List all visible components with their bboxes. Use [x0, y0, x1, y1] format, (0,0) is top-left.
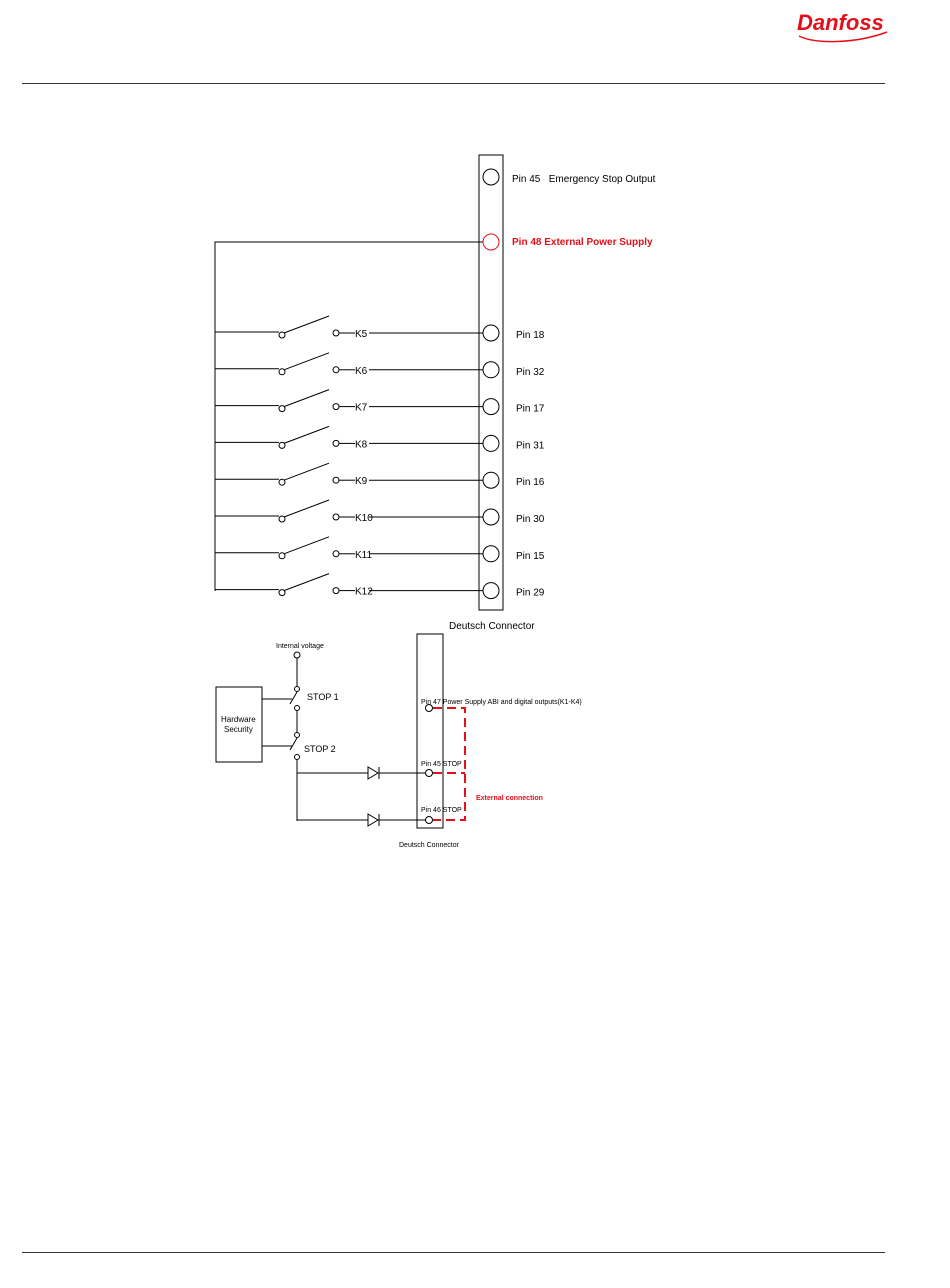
danfoss-logo: Danfoss: [797, 10, 888, 43]
internal-voltage-terminal: [293, 651, 301, 659]
k8-blade: [283, 425, 330, 444]
upper-connector-bar: [478, 154, 504, 611]
lower-labels: Internal voltage Hardware Security STOP …: [221, 643, 582, 849]
external-connection-label: External connection: [476, 795, 543, 802]
upper-labels: Pin 45 Emergency Stop Output Pin 48 Exte…: [449, 168, 656, 632]
pin48-power-label: Pin 48 External Power Supply: [512, 237, 653, 248]
k9-contact-left: [278, 478, 286, 486]
upper-circuit: [214, 154, 504, 611]
lower-connector-label: Deutsch Connector: [399, 842, 460, 849]
k6-pin-label: Pin 32: [516, 367, 545, 378]
lower-circuit: [215, 633, 444, 829]
k5-switch-label: K5: [355, 329, 368, 340]
k5-pin-terminal: [482, 324, 500, 342]
k11-switch-label: K11: [355, 550, 372, 561]
k7-contact-right: [332, 403, 340, 411]
k12-contact-right: [332, 587, 340, 595]
k7-switch-label: K7: [355, 403, 368, 414]
k10-pin-terminal: [482, 508, 500, 526]
k10-contact-right: [332, 513, 340, 521]
pin47-terminal: [425, 704, 433, 712]
logo-text: Danfoss: [797, 10, 884, 35]
k5-contact-right: [332, 329, 340, 337]
pin45-stop-terminal: [425, 769, 433, 777]
k12-pin-label: Pin 29: [516, 588, 545, 599]
k11-contact-left: [278, 552, 286, 560]
switch-rows: K5 Pin 18 K6 Pin 32 K7 Pin 17 K8 Pin 31 K9 Pin 16…: [215, 315, 545, 600]
internal-voltage-label: Internal voltage: [276, 643, 324, 650]
k6-blade: [283, 352, 330, 371]
header-rule: [22, 83, 885, 84]
pin45-terminal: [482, 168, 500, 186]
pin48-terminal: [482, 233, 500, 251]
k7-contact-left: [278, 405, 286, 413]
k11-contact-right: [332, 550, 340, 558]
k7-pin-label: Pin 17: [516, 404, 545, 415]
k12-pin-terminal: [482, 582, 500, 600]
k9-switch-label: K9: [355, 476, 368, 487]
k6-pin-terminal: [482, 361, 500, 379]
common-bus-wire: [214, 241, 490, 591]
hardware-security-box: [215, 686, 263, 763]
k6-contact-left: [278, 368, 286, 376]
k9-pin-label: Pin 16: [516, 477, 545, 488]
k10-pin-label: Pin 30: [516, 514, 545, 525]
diode-pin46-triangle: [367, 813, 379, 827]
k11-pin-terminal: [482, 545, 500, 563]
k8-contact-left: [278, 441, 286, 449]
k9-contact-right: [332, 476, 340, 484]
k8-pin-terminal: [482, 434, 500, 452]
stop1-contact-bottom: [294, 705, 300, 711]
upper-connector-label: Deutsch Connector: [449, 621, 535, 632]
k6-switch-label: K6: [355, 366, 368, 377]
k7-blade: [283, 389, 330, 408]
hardware-security-line2: Security: [224, 725, 253, 734]
stop2-contact-bottom: [294, 754, 300, 760]
k8-pin-label: Pin 31: [516, 440, 545, 451]
stop1-contact-top: [294, 686, 300, 692]
pin46-stop-terminal: [425, 816, 433, 824]
k7-pin-terminal: [482, 398, 500, 416]
k9-blade: [283, 462, 330, 481]
diode-pin45-triangle: [367, 766, 379, 780]
k10-blade: [283, 499, 330, 518]
k8-switch-label: K8: [355, 439, 368, 450]
k11-pin-label: Pin 15: [516, 551, 545, 562]
k5-pin-label: Pin 18: [516, 330, 545, 341]
k6-contact-right: [332, 366, 340, 374]
footer-rule: [22, 1252, 885, 1253]
pin45-stop-label: Pin 45 STOP: [421, 761, 462, 768]
pin47-label: Pin 47 Power Supply ABI and digital outp…: [421, 699, 582, 706]
stop2-label: STOP 2: [304, 744, 336, 754]
k12-blade: [283, 573, 330, 592]
k12-contact-left: [278, 589, 286, 597]
hardware-security-line1: Hardware: [221, 715, 256, 724]
k10-contact-left: [278, 515, 286, 523]
external-connection-link: [433, 707, 466, 821]
k12-switch-label: K12: [355, 587, 373, 598]
k8-contact-right: [332, 439, 340, 447]
stop2-contact-top: [294, 732, 300, 738]
k10-switch-label: K10: [355, 513, 373, 524]
lower-connector-bar: [416, 633, 444, 829]
k11-blade: [283, 536, 330, 555]
k9-pin-terminal: [482, 471, 500, 489]
stop2-blade: [289, 737, 298, 751]
pin45-emergency-label: Pin 45 Emergency Stop Output: [512, 174, 656, 185]
stop1-blade: [289, 691, 298, 705]
pin46-stop-label: Pin 46 STOP: [421, 807, 462, 814]
k5-blade: [283, 315, 330, 334]
k5-contact-left: [278, 331, 286, 339]
stop1-label: STOP 1: [307, 692, 339, 702]
